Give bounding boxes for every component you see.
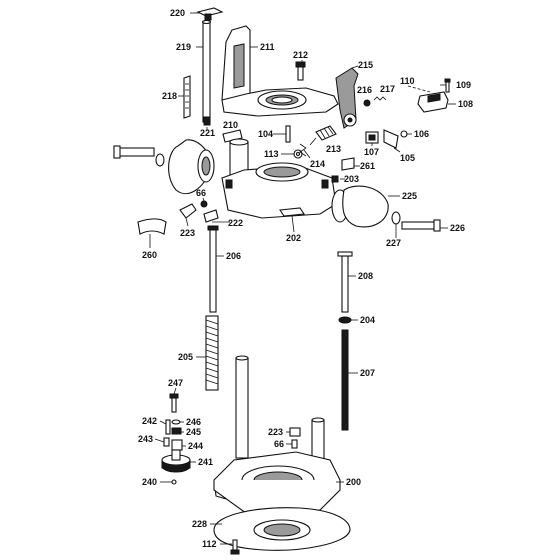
callout-223-lower: 223 — [268, 427, 283, 437]
callout-104: 104 — [258, 129, 273, 139]
callout-66: 66 — [196, 188, 206, 198]
callout-66-lower: 66 — [274, 439, 284, 449]
callout-200: 200 — [346, 477, 361, 487]
callout-207: 207 — [360, 368, 375, 378]
part-223-lower-knob — [289, 427, 301, 437]
callout-216: 216 — [357, 85, 372, 95]
part-223-knob — [179, 203, 197, 219]
callout-260: 260 — [142, 250, 157, 260]
part-246-washer — [171, 419, 181, 425]
part-228-subbase — [213, 507, 351, 551]
callout-211: 211 — [260, 42, 275, 52]
part-106-screw — [400, 130, 408, 138]
callout-223: 223 — [180, 228, 195, 238]
part-215-lever — [335, 67, 359, 129]
part-213-spring — [315, 125, 337, 141]
callout-220: 220 — [170, 8, 185, 18]
callout-246: 246 — [186, 417, 201, 427]
part-206-rod — [207, 225, 219, 313]
part-260-label — [137, 218, 167, 235]
part-220-knob — [196, 7, 224, 21]
part-247-screw — [169, 393, 179, 413]
part-226-screw — [401, 219, 441, 232]
part-261-plate — [341, 157, 355, 171]
callout-210: 210 — [223, 120, 238, 130]
callout-222: 222 — [228, 218, 243, 228]
callout-219: 219 — [176, 42, 191, 52]
part-242-screw — [165, 419, 171, 435]
callout-113: 113 — [264, 149, 279, 159]
part-109-pin — [444, 78, 451, 93]
part-107-bracket — [365, 131, 379, 144]
callout-110: 110 — [400, 76, 415, 86]
callout-106: 106 — [414, 129, 429, 139]
part-219-rod — [201, 19, 212, 123]
callout-203: 203 — [344, 174, 359, 184]
callout-108: 108 — [458, 99, 473, 109]
callout-213: 213 — [326, 144, 341, 154]
callout-217: 217 — [380, 84, 395, 94]
part-243-screw — [163, 437, 170, 447]
part-handle-left — [168, 139, 215, 195]
part-240-screw — [171, 479, 177, 485]
callout-245: 245 — [186, 427, 201, 437]
part-202-main-housing — [221, 138, 337, 219]
callout-247: 247 — [168, 378, 183, 388]
part-217-spring — [373, 96, 387, 101]
part-205-spring — [205, 315, 219, 391]
callout-228: 228 — [192, 519, 207, 529]
part-211-upper-housing — [221, 25, 339, 117]
part-208-rod — [337, 251, 353, 313]
callout-208: 208 — [358, 271, 373, 281]
part-66-lower-screw — [291, 439, 298, 449]
part-108-latch — [417, 91, 449, 113]
part-216-washer — [363, 99, 371, 107]
callout-242: 242 — [142, 416, 157, 426]
callout-labels: 220 219 211 212 215 110 109 216 217 108 … — [138, 8, 473, 549]
callout-244: 244 — [188, 441, 203, 451]
part-204-ring — [338, 316, 352, 324]
callout-212: 212 — [293, 50, 308, 60]
part-112-screw — [230, 539, 240, 555]
part-212-screw — [295, 61, 306, 81]
callout-261: 261 — [360, 161, 375, 171]
callout-202: 202 — [286, 233, 301, 243]
part-200-base — [213, 355, 341, 517]
part-handle-screw-left — [113, 145, 165, 167]
part-221-clip — [203, 116, 211, 126]
part-214-spring — [299, 143, 307, 157]
callout-205: 205 — [178, 352, 193, 362]
callout-206: 206 — [226, 251, 241, 261]
part-225-handle-right — [331, 185, 389, 228]
callout-225: 225 — [402, 191, 417, 201]
callout-243: 243 — [138, 434, 153, 444]
part-203-nut — [331, 175, 339, 183]
part-207-rod — [341, 329, 349, 431]
part-241-knob — [161, 449, 191, 473]
part-104-pin — [285, 125, 291, 143]
part-227-washer — [391, 211, 401, 225]
callout-107: 107 — [364, 147, 379, 157]
part-244-bushing — [171, 439, 183, 451]
callout-240: 240 — [142, 477, 157, 487]
callout-204: 204 — [360, 315, 375, 325]
part-105-clip — [383, 129, 399, 149]
callout-214: 214 — [310, 159, 325, 169]
callout-221: 221 — [200, 128, 215, 138]
callout-227: 227 — [386, 238, 401, 248]
callout-105: 105 — [400, 153, 415, 163]
callout-109: 109 — [456, 80, 471, 90]
callout-215: 215 — [358, 60, 373, 70]
part-66-screw — [200, 200, 208, 208]
callout-112: 112 — [202, 539, 217, 549]
part-218-scale — [183, 75, 191, 119]
part-222-nut — [203, 209, 219, 223]
part-245-nut — [171, 427, 182, 435]
leader-lines — [149, 12, 456, 545]
callout-218: 218 — [162, 91, 177, 101]
callout-241: 241 — [198, 457, 213, 467]
callout-226: 226 — [450, 223, 465, 233]
